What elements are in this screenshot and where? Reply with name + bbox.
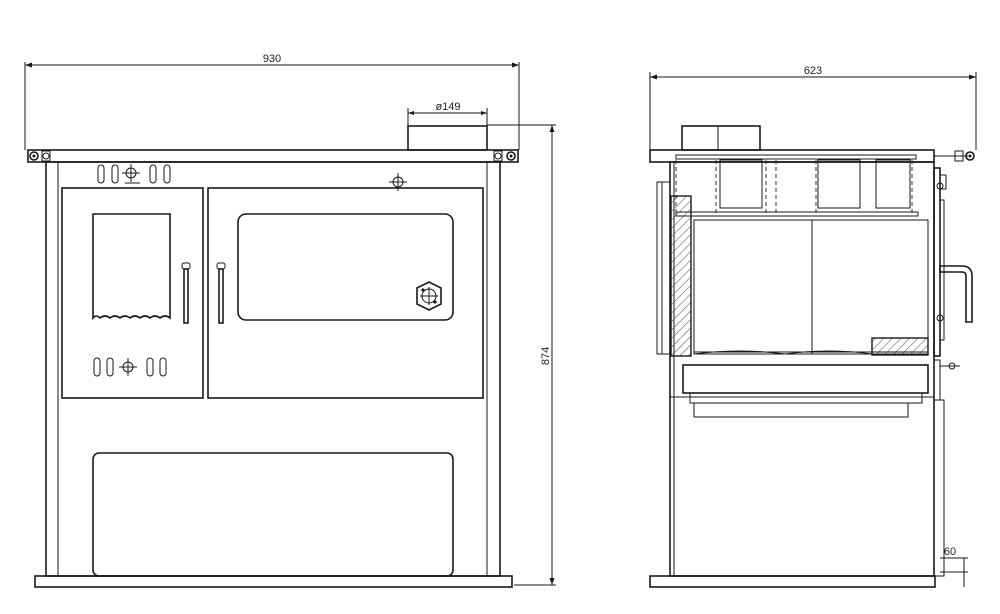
front-view: 930 ø149 874: [24, 53, 556, 588]
cooktop-rail-knob-right: [493, 150, 516, 162]
dimension-side-depth-label: 623: [804, 65, 822, 77]
cooktop-plate: [27, 149, 519, 163]
oven-door-handle: [216, 262, 226, 324]
dimension-height: 874: [487, 124, 556, 586]
side-flue-pipe: [681, 125, 761, 151]
side-base-plinth: [649, 575, 936, 588]
dimension-flue-diameter-label: ø149: [435, 101, 460, 113]
dimension-foot-height: 60: [940, 546, 968, 587]
base-plinth: [34, 575, 513, 588]
side-handle-icon: [939, 265, 973, 323]
cooktop-internals: [675, 154, 919, 217]
dimension-flue-diameter: ø149: [407, 101, 488, 126]
top-air-control-icon: [122, 164, 140, 184]
bottom-air-control-icon: [119, 358, 137, 376]
firebox-door: [61, 164, 204, 399]
oven-door: [207, 173, 484, 399]
oven-cavity: [693, 219, 929, 355]
flue-pipe: [407, 125, 488, 151]
side-body: [669, 161, 935, 577]
oven-glass-window: [237, 213, 454, 321]
side-view: 623: [649, 65, 977, 588]
oven-damper-icon: [389, 173, 407, 191]
dimension-foot-height-label: 60: [944, 546, 956, 558]
dimension-front-width-label: 930: [263, 53, 281, 65]
side-door-profile: [933, 167, 960, 401]
cooktop-rail-knob-left: [29, 150, 51, 162]
dimension-front-width: 930: [24, 53, 520, 150]
storage-drawer: [92, 452, 454, 577]
oven-thermometer-icon: [416, 281, 442, 311]
firebox-glass-window: [92, 213, 171, 321]
ash-pan: [682, 364, 929, 394]
rear-insulation: [670, 195, 692, 357]
front-leg: [933, 399, 945, 577]
dimension-side-depth: 623: [649, 65, 977, 150]
dimension-height-label: 874: [540, 347, 552, 365]
stove-body: [45, 161, 501, 577]
firebox-door-handle: [181, 262, 191, 324]
side-rail-knob: [954, 150, 975, 162]
